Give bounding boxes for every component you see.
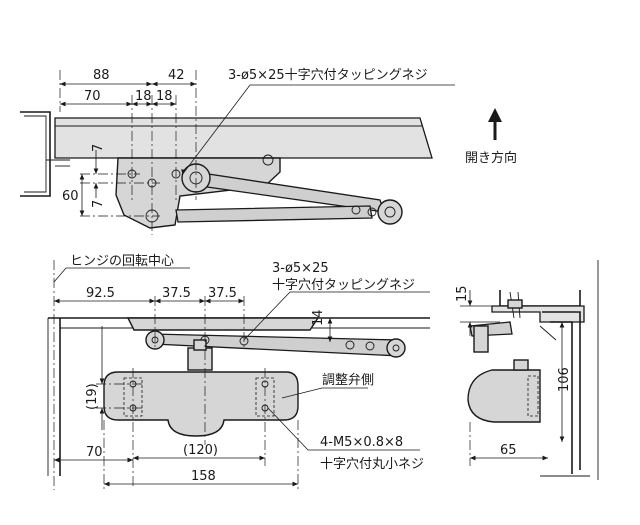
- hinge-center-label: ヒンジの回転中心: [70, 254, 174, 269]
- screw-note: 3-ø5×25十字穴付タッピングネジ: [228, 68, 428, 83]
- adjust-valve-side-label: 調整弁側: [322, 373, 374, 388]
- mount-screw-note-2: 十字穴付丸小ネジ: [320, 457, 424, 472]
- side-closer-body: [467, 359, 541, 423]
- front-view: ヒンジの回転中心: [47, 254, 430, 490]
- dim-120: (120): [183, 443, 218, 458]
- dim-70-front: 70: [86, 445, 103, 460]
- dim-37-5-b: 37.5: [208, 286, 237, 301]
- open-direction-arrow: [488, 108, 502, 140]
- dim-7-b: 7: [91, 200, 106, 208]
- dim-18-a: 18: [135, 89, 152, 104]
- dim-65: 65: [500, 443, 517, 458]
- open-direction-label: 開き方向: [465, 150, 517, 166]
- dim-92-5: 92.5: [86, 286, 115, 301]
- closer-body: [103, 371, 299, 437]
- front-screw-note-1: 3-ø5×25: [272, 261, 329, 276]
- side-view: 15 106 65: [455, 260, 599, 480]
- dim-19: (19): [85, 383, 100, 410]
- mount-screw-note-1: 4-M5×0.8×8: [320, 435, 403, 450]
- front-screw-note-2: 十字穴付タッピングネジ: [272, 278, 415, 293]
- top-frame-bar: [20, 111, 433, 197]
- dim-14: 14: [311, 309, 326, 326]
- arm-end-pivot: [377, 199, 403, 225]
- dim-15: 15: [455, 285, 470, 302]
- dim-60: 60: [62, 189, 79, 204]
- dim-106: 106: [557, 367, 572, 392]
- dim-37-5-a: 37.5: [162, 286, 191, 301]
- dim-88: 88: [93, 68, 110, 83]
- front-arm: [145, 330, 406, 358]
- dim-158: 158: [191, 469, 216, 484]
- dim-18-b: 18: [156, 89, 173, 104]
- dim-42: 42: [168, 68, 185, 83]
- top-view: 88 42 70 18 18 7 7 60 3-ø5×25十字穴付タッピングネジ…: [20, 68, 517, 235]
- dim-7-a: 7: [91, 144, 106, 152]
- dim-70: 70: [84, 89, 101, 104]
